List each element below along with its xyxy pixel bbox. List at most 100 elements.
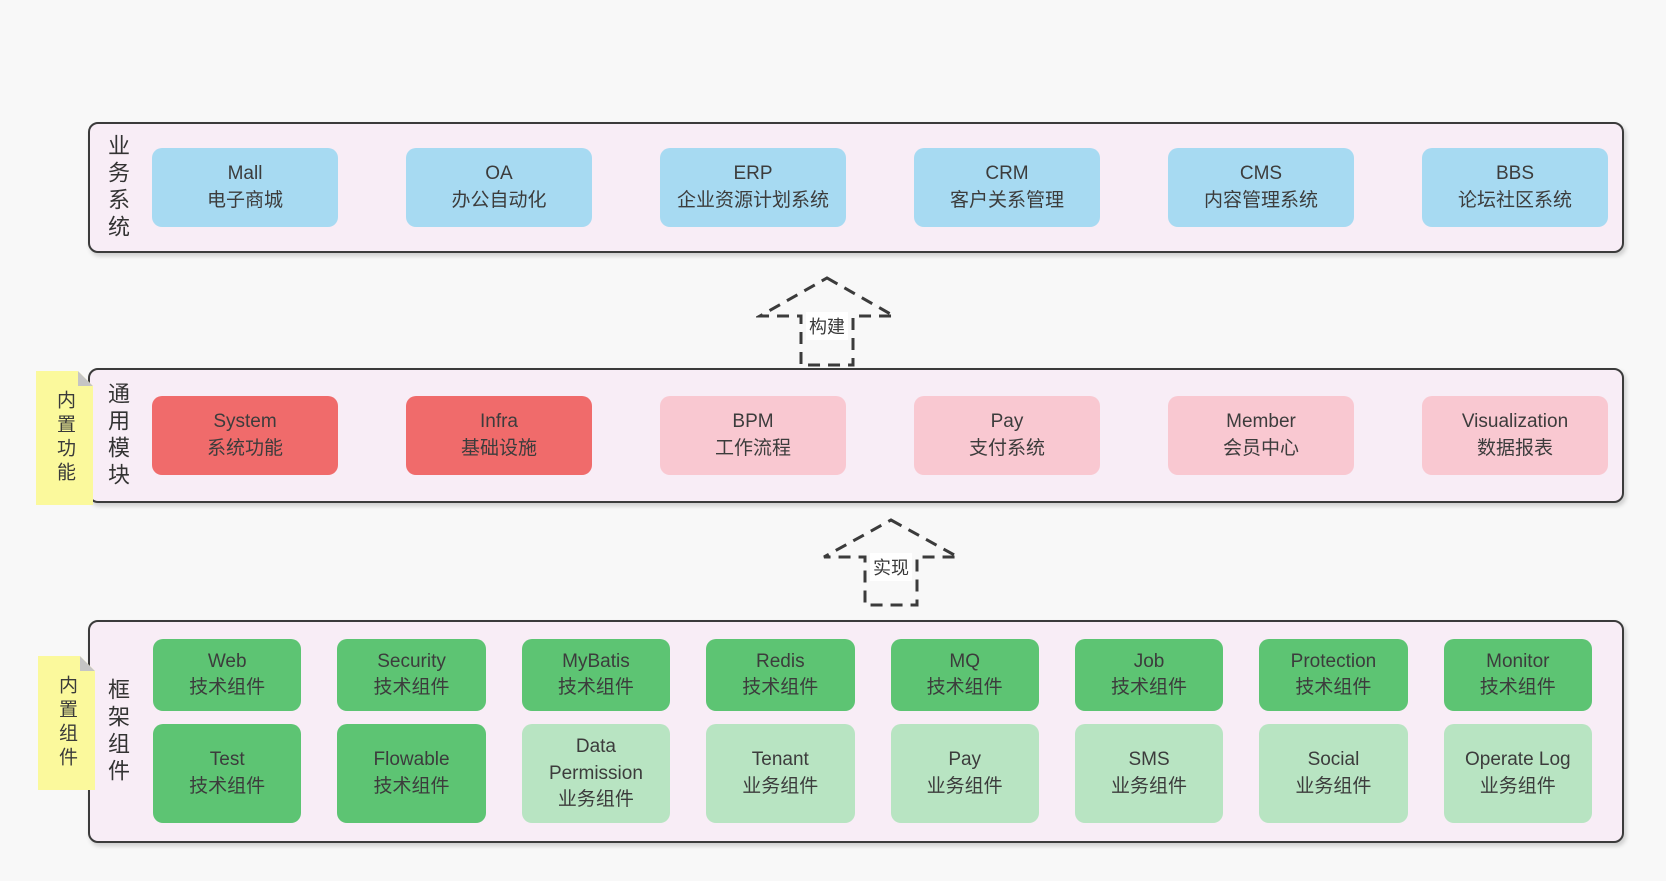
band-label-common-modules: 通用模块 xyxy=(105,381,130,490)
box-subtitle: 技术组件 xyxy=(1111,677,1188,699)
box-subtitle: 系统功能 xyxy=(206,437,283,459)
box-social: Social 业务组件 xyxy=(1259,724,1408,823)
box-pay-component: Pay 业务组件 xyxy=(890,724,1039,823)
sticky-builtin-features-label: 内置功能 xyxy=(54,390,75,486)
box-web: Web 技术组件 xyxy=(153,639,302,712)
box-operate-log: Operate Log 业务组件 xyxy=(1443,724,1592,823)
band-business-systems: 业务系统 Mall 电子商城 OA 办公自动化 ERP 企业资源计划系统 CRM… xyxy=(88,122,1624,253)
box-title: MyBatis xyxy=(562,650,630,672)
box-security: Security 技术组件 xyxy=(337,639,486,712)
box-title: BBS xyxy=(1495,163,1535,185)
box-subtitle: 客户关系管理 xyxy=(949,189,1064,211)
box-title: Redis xyxy=(756,650,805,672)
box-title: Infra xyxy=(479,411,519,433)
box-pay-module: Pay 支付系统 xyxy=(914,396,1100,475)
common-modules-row: System 系统功能 Infra 基础设施 BPM 工作流程 Pay 支付系统… xyxy=(152,370,1608,501)
box-job: Job 技术组件 xyxy=(1074,639,1224,712)
box-protection: Protection 技术组件 xyxy=(1259,639,1408,712)
box-bbs: BBS 论坛社区系统 xyxy=(1422,148,1608,227)
sticky-builtin-components-label: 内置组件 xyxy=(56,675,77,771)
box-member: Member 会员中心 xyxy=(1168,396,1354,475)
box-title: OA xyxy=(485,163,513,185)
box-title: ERP xyxy=(733,163,773,185)
box-mq: MQ 技术组件 xyxy=(890,639,1039,712)
arrow-implement-label: 实现 xyxy=(870,552,912,581)
box-monitor: Monitor 技术组件 xyxy=(1443,639,1592,712)
box-subtitle: 业务组件 xyxy=(742,775,819,797)
box-subtitle: 技术组件 xyxy=(189,775,266,797)
box-title: Pay xyxy=(990,411,1024,433)
box-subtitle: 业务组件 xyxy=(1295,775,1372,797)
up-arrow-icon xyxy=(756,276,898,367)
box-title: Social xyxy=(1307,749,1360,771)
box-subtitle: 工作流程 xyxy=(714,437,791,459)
box-mybatis: MyBatis 技术组件 xyxy=(521,639,671,712)
box-title: Security xyxy=(377,650,446,672)
box-subtitle: 技术组件 xyxy=(926,677,1003,699)
box-title: Data Permission xyxy=(548,736,643,784)
box-title: CRM xyxy=(985,163,1029,185)
box-subtitle: 技术组件 xyxy=(189,677,266,699)
box-title: Protection xyxy=(1290,650,1377,672)
box-flowable: Flowable 技术组件 xyxy=(337,724,486,823)
box-title: Member xyxy=(1226,411,1296,433)
framework-components-grid: Web 技术组件 Security 技术组件 MyBatis 技术组件 Redi… xyxy=(153,639,1592,823)
box-oa: OA 办公自动化 xyxy=(406,148,592,227)
box-title: Mall xyxy=(227,163,263,185)
box-title: Operate Log xyxy=(1464,749,1571,771)
box-title: Test xyxy=(209,749,245,771)
box-subtitle: 业务组件 xyxy=(1111,775,1188,797)
box-tenant: Tenant 业务组件 xyxy=(706,724,855,823)
box-subtitle: 业务组件 xyxy=(557,788,634,810)
box-visualization: Visualization 数据报表 xyxy=(1422,396,1608,475)
box-infra: Infra 基础设施 xyxy=(406,396,592,475)
box-title: Monitor xyxy=(1486,650,1550,672)
box-title: BPM xyxy=(732,411,774,433)
box-data-permission: Data Permission 业务组件 xyxy=(521,724,671,823)
sticky-builtin-features: 内置功能 xyxy=(36,371,93,505)
box-redis: Redis 技术组件 xyxy=(706,639,855,712)
box-title: MQ xyxy=(949,650,980,672)
box-subtitle: 业务组件 xyxy=(926,775,1003,797)
box-subtitle: 业务组件 xyxy=(1479,775,1556,797)
box-subtitle: 内容管理系统 xyxy=(1203,189,1318,211)
box-subtitle: 办公自动化 xyxy=(451,189,547,211)
box-title: System xyxy=(213,411,277,433)
box-subtitle: 技术组件 xyxy=(742,677,819,699)
arrow-implement: 实现 xyxy=(820,516,962,608)
box-subtitle: 技术组件 xyxy=(373,677,450,699)
box-title: Flowable xyxy=(373,749,450,771)
sticky-builtin-components: 内置组件 xyxy=(38,656,95,790)
up-arrow-icon xyxy=(823,518,959,607)
box-bpm: BPM 工作流程 xyxy=(660,396,846,475)
box-subtitle: 企业资源计划系统 xyxy=(676,189,829,211)
box-subtitle: 技术组件 xyxy=(1295,677,1372,699)
box-title: Tenant xyxy=(751,749,809,771)
box-subtitle: 会员中心 xyxy=(1222,437,1299,459)
box-title: Pay xyxy=(948,749,982,771)
business-systems-row: Mall 电子商城 OA 办公自动化 ERP 企业资源计划系统 CRM 客户关系… xyxy=(152,124,1608,251)
box-subtitle: 支付系统 xyxy=(968,437,1045,459)
box-title: Web xyxy=(207,650,247,672)
box-subtitle: 电子商城 xyxy=(206,189,283,211)
box-subtitle: 技术组件 xyxy=(373,775,450,797)
band-common-modules: 通用模块 System 系统功能 Infra 基础设施 BPM 工作流程 Pay… xyxy=(88,368,1624,503)
box-mall: Mall 电子商城 xyxy=(152,148,338,227)
band-label-business-systems: 业务系统 xyxy=(105,133,130,242)
box-test: Test 技术组件 xyxy=(153,724,302,823)
box-crm: CRM 客户关系管理 xyxy=(914,148,1100,227)
band-framework-components: 框架组件 Web 技术组件 Security 技术组件 MyBatis 技术组件… xyxy=(88,620,1624,843)
box-subtitle: 基础设施 xyxy=(460,437,537,459)
arrow-build-label: 构建 xyxy=(806,311,848,340)
box-system: System 系统功能 xyxy=(152,396,338,475)
box-title: Visualization xyxy=(1461,411,1569,433)
box-subtitle: 技术组件 xyxy=(557,677,634,699)
box-sms: SMS 业务组件 xyxy=(1074,724,1224,823)
box-title: Job xyxy=(1133,650,1165,672)
box-subtitle: 技术组件 xyxy=(1479,677,1556,699)
box-cms: CMS 内容管理系统 xyxy=(1168,148,1354,227)
band-label-framework-components: 框架组件 xyxy=(105,677,130,786)
box-subtitle: 数据报表 xyxy=(1476,437,1553,459)
box-subtitle: 论坛社区系统 xyxy=(1457,189,1572,211)
box-erp: ERP 企业资源计划系统 xyxy=(660,148,846,227)
